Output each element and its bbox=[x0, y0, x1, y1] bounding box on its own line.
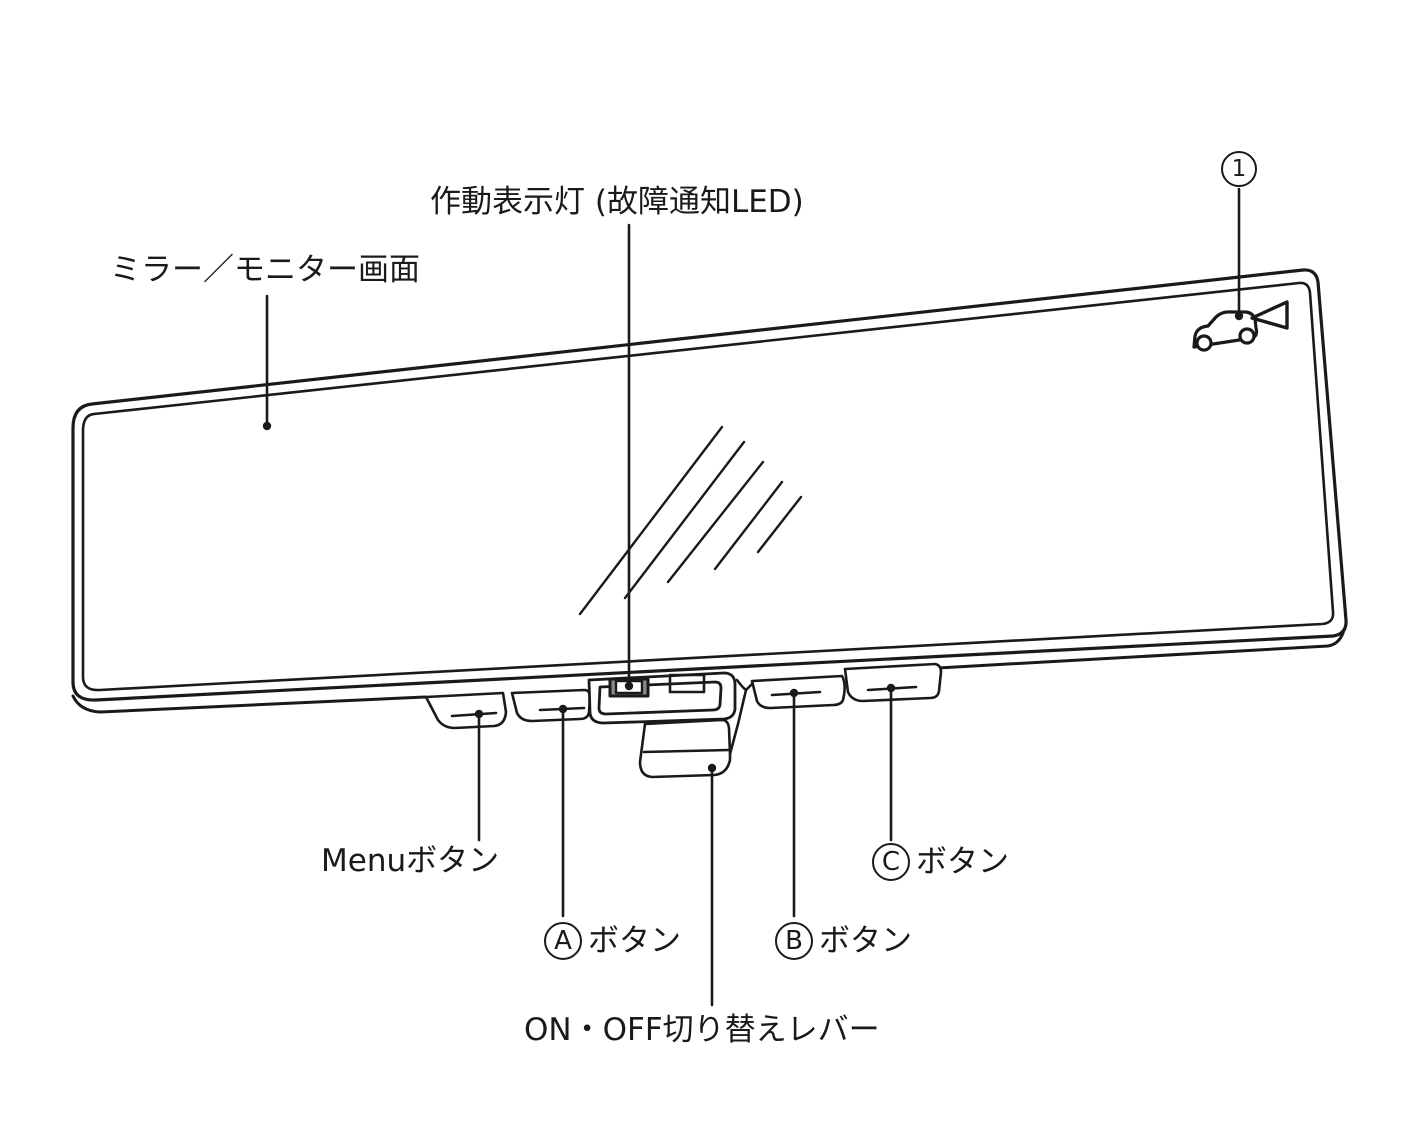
mirror-outer-frame bbox=[71, 268, 1348, 702]
label-on-off-lever-text: ON・OFF切り替えレバー bbox=[524, 1012, 880, 1048]
button-a-badge: A bbox=[544, 922, 582, 960]
label-indicator-lamp-text: 作動表示灯 (故障通知LED) bbox=[430, 184, 804, 220]
on-off-lever-shape bbox=[638, 678, 754, 779]
button-c-badge: C bbox=[872, 843, 910, 881]
button-b-shape bbox=[750, 674, 846, 710]
label-button-a: A ボタン bbox=[544, 922, 681, 960]
label-indicator-lamp: 作動表示灯 (故障通知LED) bbox=[430, 184, 804, 220]
label-on-off-lever: ON・OFF切り替えレバー bbox=[524, 1012, 880, 1048]
button-c-shape bbox=[843, 662, 943, 703]
glare-lines bbox=[578, 425, 803, 616]
label-menu-button: Menuボタン bbox=[321, 843, 499, 879]
label-mirror-screen: ミラー／モニター画面 bbox=[110, 252, 420, 288]
label-button-a-text: ボタン bbox=[588, 923, 681, 959]
label-callout-1: 1 bbox=[1221, 151, 1257, 187]
label-button-c-text: ボタン bbox=[916, 844, 1009, 880]
label-button-c: C ボタン bbox=[872, 843, 1009, 881]
center-module bbox=[587, 671, 737, 725]
leader-lines bbox=[265, 187, 1241, 1007]
leader-dots bbox=[262, 311, 1244, 773]
mirror-screen bbox=[81, 281, 1335, 692]
button-b-badge: B bbox=[775, 922, 813, 960]
callout-1-badge: 1 bbox=[1221, 151, 1257, 187]
label-button-b-text: ボタン bbox=[819, 923, 912, 959]
label-button-b: B ボタン bbox=[775, 922, 912, 960]
label-mirror-screen-text: ミラー／モニター画面 bbox=[110, 252, 420, 288]
car-rear-camera-icon bbox=[1192, 300, 1289, 352]
button-a-shape bbox=[510, 688, 592, 723]
label-menu-button-text: Menuボタン bbox=[321, 843, 500, 879]
menu-button-shape bbox=[424, 691, 508, 730]
